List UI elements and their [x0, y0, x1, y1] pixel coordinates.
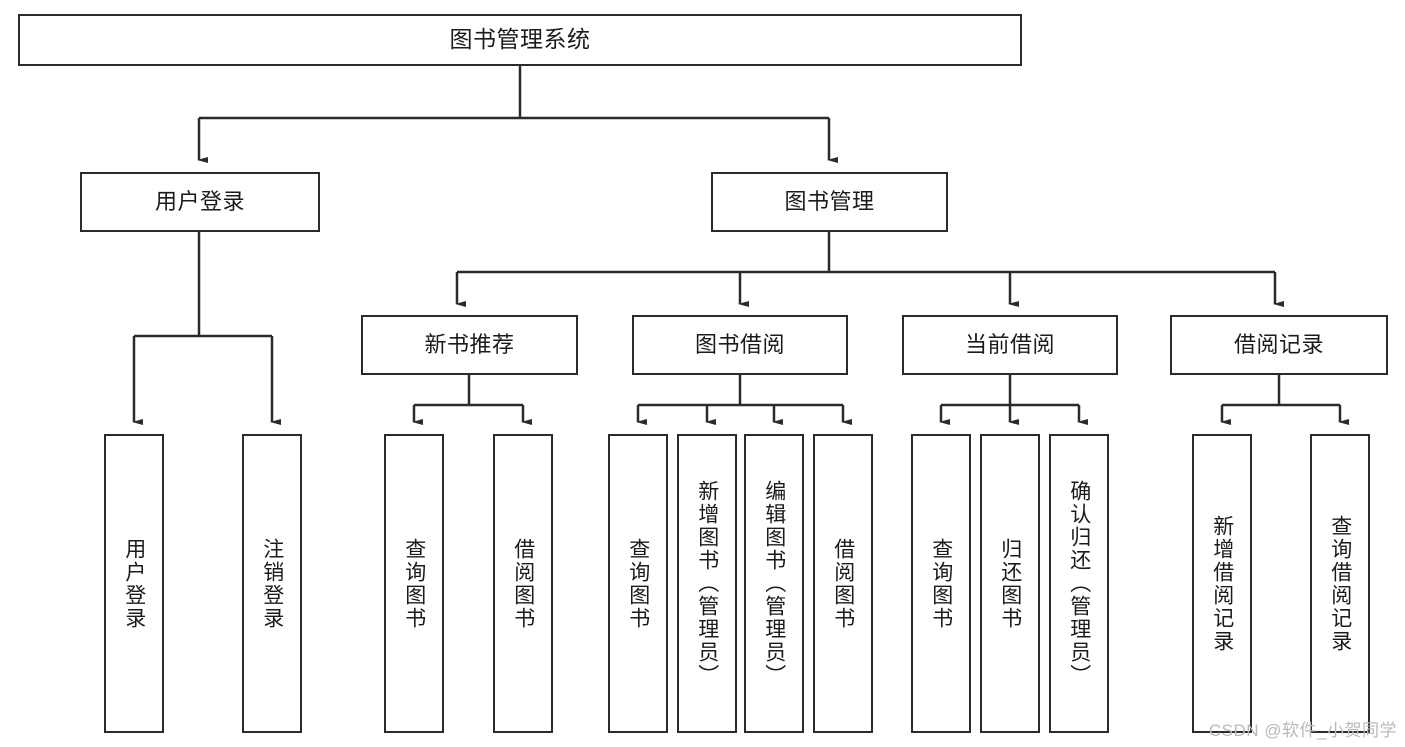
leaf-add-book[interactable]: 新增图书（管理员） — [677, 434, 737, 733]
node-label: 新增借阅记录 — [1210, 514, 1234, 653]
node-label: 图书管理系统 — [449, 26, 591, 53]
node-user-login[interactable]: 用户登录 — [80, 172, 320, 232]
node-label: 查询图书 — [402, 537, 426, 630]
node-current-borrow[interactable]: 当前借阅 — [902, 315, 1118, 375]
leaf-confirm-return[interactable]: 确认归还（管理员） — [1049, 434, 1109, 733]
leaf-borrow-book-recommend[interactable]: 借阅图书 — [493, 434, 553, 733]
leaf-query-borrow-record[interactable]: 查询借阅记录 — [1310, 434, 1370, 733]
leaf-return-book[interactable]: 归还图书 — [980, 434, 1040, 733]
node-borrow-record[interactable]: 借阅记录 — [1170, 315, 1388, 375]
node-label: 查询借阅记录 — [1328, 514, 1352, 653]
node-label: 图书管理 — [784, 189, 875, 215]
node-new-book-recommend[interactable]: 新书推荐 — [361, 315, 578, 375]
node-label: 用户登录 — [154, 189, 245, 215]
node-label: 查询图书 — [929, 537, 953, 630]
leaf-borrow-book[interactable]: 借阅图书 — [813, 434, 873, 733]
leaf-add-borrow-record[interactable]: 新增借阅记录 — [1192, 434, 1252, 733]
node-label: 新增图书（管理员） — [695, 480, 719, 687]
node-label: 归还图书 — [998, 537, 1022, 630]
leaf-logout-login[interactable]: 注销登录 — [242, 434, 302, 733]
leaf-user-login[interactable]: 用户登录 — [104, 434, 164, 733]
node-label: 当前借阅 — [964, 332, 1055, 358]
node-label: 借阅图书 — [511, 537, 535, 630]
node-label: 图书借阅 — [694, 332, 785, 358]
node-label: 查询图书 — [626, 537, 650, 630]
node-label: 新书推荐 — [424, 332, 515, 358]
watermark-text: CSDN @软件_小贺同学 — [1208, 721, 1397, 740]
node-label: 借阅记录 — [1233, 332, 1324, 358]
leaf-edit-book[interactable]: 编辑图书（管理员） — [744, 434, 804, 733]
node-label: 用户登录 — [122, 537, 146, 630]
node-label: 借阅图书 — [831, 537, 855, 630]
leaf-query-book-borrow[interactable]: 查询图书 — [608, 434, 668, 733]
leaf-query-book-recommend[interactable]: 查询图书 — [384, 434, 444, 733]
node-label: 编辑图书（管理员） — [762, 480, 786, 687]
node-book-borrow[interactable]: 图书借阅 — [632, 315, 848, 375]
node-book-manage[interactable]: 图书管理 — [711, 172, 948, 232]
node-label: 注销登录 — [260, 537, 284, 630]
leaf-query-book-current[interactable]: 查询图书 — [911, 434, 971, 733]
node-label: 确认归还（管理员） — [1067, 480, 1091, 687]
node-root-system[interactable]: 图书管理系统 — [18, 14, 1022, 66]
